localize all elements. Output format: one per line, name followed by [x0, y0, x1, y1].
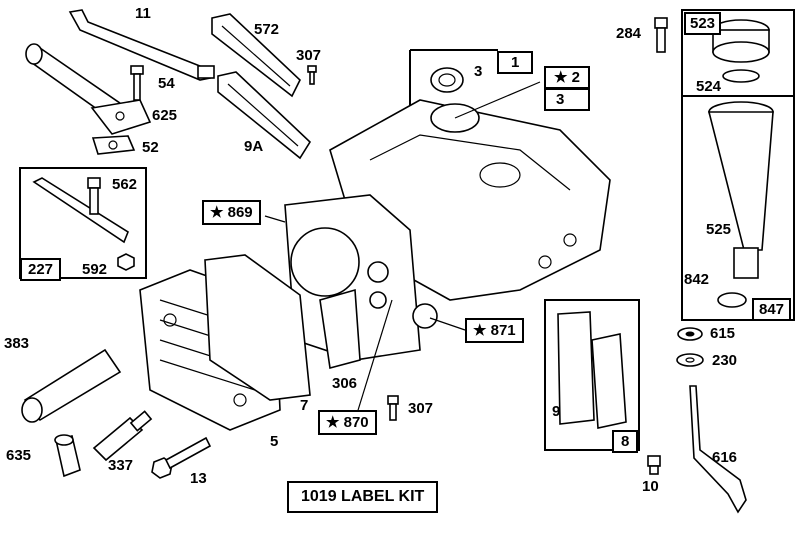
label-383: 383 [4, 335, 30, 352]
part-383 [21, 348, 122, 423]
label-869-box: ★ 869 [202, 200, 261, 225]
label-625: 625 [152, 107, 178, 124]
label-525: 525 [706, 221, 732, 238]
dipstick-tube-part [68, 9, 215, 81]
bolt-13-part [151, 436, 212, 479]
label-523-box: 523 [684, 12, 722, 35]
gasket-306-part [319, 288, 361, 370]
label-842: 842 [684, 271, 710, 288]
label-1-box: 1 [497, 51, 534, 74]
label-616: 616 [712, 449, 738, 466]
label-3-box: 3 [544, 88, 591, 111]
leader-lines [264, 81, 541, 421]
label-307-bottom: 307 [408, 400, 434, 417]
label-871-box: ★ 871 [465, 318, 524, 343]
label-615: 615 [710, 325, 736, 342]
label-kit-box: 1019 LABEL KIT [287, 481, 439, 513]
rod-616-part [689, 385, 747, 514]
part-230 [676, 353, 704, 367]
label-5: 5 [270, 433, 279, 450]
label-3-seal: 3 [474, 63, 483, 80]
label-2-box: ★ 2 [544, 66, 590, 89]
bolt-10-part [647, 455, 661, 475]
box-1-leader [409, 49, 498, 110]
label-635: 635 [6, 447, 32, 464]
label-13: 13 [190, 470, 207, 487]
label-306: 306 [332, 375, 358, 392]
label-7: 7 [300, 397, 309, 414]
label-592: 592 [82, 261, 108, 278]
label-847-box: 847 [752, 298, 792, 321]
label-11: 11 [135, 5, 151, 22]
seal-3-part [430, 67, 464, 93]
box-9-8-part [544, 299, 640, 451]
label-227-box: 227 [20, 258, 62, 281]
label-284: 284 [616, 25, 642, 42]
spark-plug-337-part [92, 410, 153, 462]
label-307-top: 307 [296, 47, 322, 64]
label-572: 572 [254, 21, 280, 38]
gasket-9a-part [217, 71, 312, 160]
box-847-part [681, 9, 795, 321]
label-870-box: ★ 870 [318, 410, 377, 435]
gasket-7-part [204, 254, 311, 401]
bolt-54-part [130, 65, 144, 101]
gasket-52-part [91, 135, 136, 155]
label-230: 230 [712, 352, 738, 369]
box-227-part [19, 167, 147, 279]
bolt-307-top-part [307, 65, 317, 85]
label-54: 54 [158, 75, 175, 92]
gasket-572-part [211, 13, 301, 98]
bolt-284-part [654, 17, 668, 53]
part-635 [54, 434, 81, 478]
bracket-625-part [90, 99, 152, 135]
bolt-307-bottom-part [387, 395, 399, 421]
part-615 [677, 327, 703, 341]
label-337: 337 [108, 457, 134, 474]
label-10: 10 [642, 478, 659, 495]
label-9: 9 [552, 403, 561, 420]
label-524: 524 [696, 78, 722, 95]
label-562: 562 [112, 176, 138, 193]
label-9a: 9A [244, 138, 264, 155]
label-52: 52 [142, 139, 159, 156]
label-8-box: 8 [612, 430, 639, 453]
